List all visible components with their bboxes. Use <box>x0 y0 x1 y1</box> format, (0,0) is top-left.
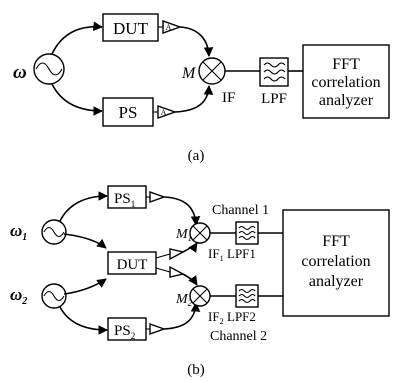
wire-ps-to-mixer <box>174 85 214 113</box>
lpf2-label: LPF2 <box>227 309 256 324</box>
channel2-label: Channel 2 <box>210 329 267 344</box>
wire-dut-to-mixer1 <box>182 242 198 253</box>
wire-dut-to-mixer2 <box>182 273 198 286</box>
wire-ps2-to-mixer2 <box>163 302 201 330</box>
svg-text:A: A <box>166 23 172 32</box>
ps-label: PS <box>119 103 138 122</box>
channel1-label: Channel 1 <box>212 203 269 218</box>
lpf1-label: LPF1 <box>227 246 256 261</box>
caption-a: (a) <box>188 148 205 164</box>
lpf2-filter-icon <box>235 284 259 308</box>
source-frequency-label: ω <box>13 62 27 83</box>
mixer1-label: M1 <box>175 227 192 243</box>
lpf-label: LPF <box>261 91 287 107</box>
amplifier-icon-dut-upper <box>169 248 185 261</box>
lpf-filter-icon <box>259 57 289 87</box>
amplifier-icon-dut-lower <box>169 265 185 278</box>
dut-label: DUT <box>113 19 149 38</box>
analyzer-b-line-2: correlation <box>301 253 370 270</box>
wire-source-to-ps <box>51 83 103 116</box>
mixer-icon <box>198 57 226 85</box>
fft-analyzer-box <box>302 44 390 119</box>
dut-label-b: DUT <box>117 257 148 273</box>
mixer-label: M <box>181 65 197 82</box>
wire-source-to-dut <box>51 21 103 55</box>
if2-label: IF2 <box>208 309 224 326</box>
analyzer-line-2: correlation <box>311 74 380 91</box>
amplifier-icon-ps1 <box>149 191 167 203</box>
if1-label: IF1 <box>208 246 224 263</box>
wire-source1-to-dut <box>63 233 107 249</box>
ps-box <box>102 97 154 127</box>
signal-source-2-icon <box>41 283 67 309</box>
analyzer-line-3: analyzer <box>319 92 374 109</box>
source2-frequency-label: ω2 <box>10 285 27 307</box>
fft-analyzer-box-b <box>282 209 390 317</box>
signal-source-1-icon <box>41 219 67 245</box>
wire-source2-to-dut <box>63 278 107 295</box>
dut-box <box>102 13 159 42</box>
analyzer-b-line-3: analyzer <box>309 273 364 290</box>
wire-source2-to-ps2 <box>59 306 108 335</box>
svg-text:A: A <box>161 108 167 117</box>
diagram-b: ω1 ω2 PS1 PS2 DUT <box>10 185 390 378</box>
mixer-2-icon <box>189 285 211 307</box>
ps2-label: PS2 <box>114 323 135 341</box>
wire-dut-to-mixer <box>179 26 214 57</box>
caption-b: (b) <box>187 362 205 378</box>
amplifier-icon-bottom: A <box>157 105 178 119</box>
source1-frequency-label: ω1 <box>10 221 27 243</box>
mixer-1-icon <box>189 222 211 244</box>
analyzer-line-1: FFT <box>332 56 360 73</box>
signal-source-icon <box>33 53 65 85</box>
if-label: IF <box>222 90 235 106</box>
mixer2-label: M2 <box>175 292 193 308</box>
ps1-label: PS1 <box>114 191 135 209</box>
lpf1-filter-icon <box>235 221 259 245</box>
analyzer-b-line-1: FFT <box>322 233 350 250</box>
wire-ps1-to-mixer1 <box>163 196 201 226</box>
wire-source1-to-ps1 <box>59 191 108 222</box>
amplifier-icon-top: A <box>162 20 183 34</box>
dut-box-b <box>107 251 157 275</box>
diagram-a: ω DUT A PS A M IF <box>13 13 390 164</box>
amplifier-icon-ps2 <box>149 323 167 335</box>
